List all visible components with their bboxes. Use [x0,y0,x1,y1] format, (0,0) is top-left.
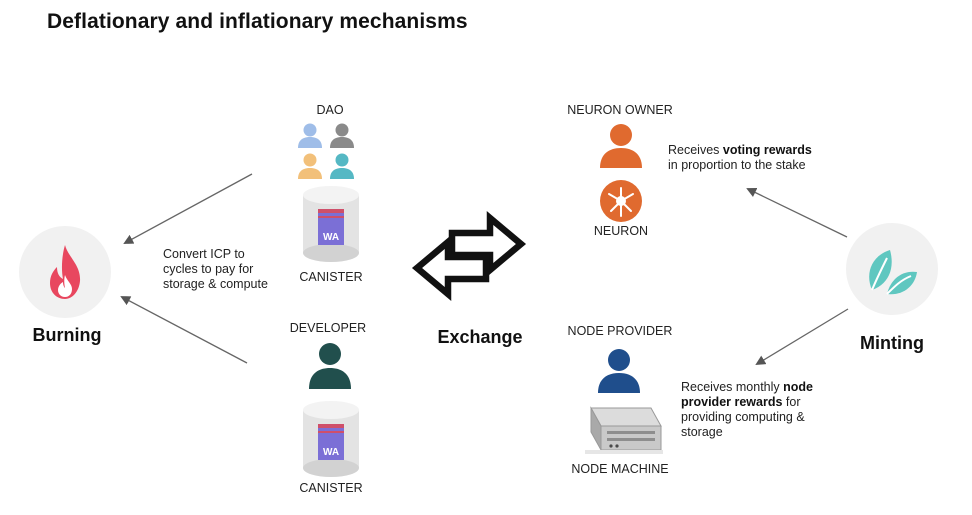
minting-label: Minting [860,333,924,353]
canister-icon: WA [303,186,359,262]
person-icon [598,349,640,393]
server-icon [585,406,663,454]
page-title: Deflationary and inflationary mechanisms [47,10,468,33]
node-provider-label: NODE PROVIDER [567,324,673,338]
flame-icon [19,226,111,318]
person-icon [309,343,351,389]
burning-label: Burning [32,325,102,345]
burning-node [18,225,113,320]
neuron-label: NEURON [593,224,649,238]
developer-canister-label: CANISTER [299,481,363,495]
node-machine-label: NODE MACHINE [571,462,669,476]
canister-badge: WA [323,232,339,243]
canister-badge: WA [323,447,339,458]
burning-description: Convert ICP to cycles to pay for storage… [163,247,268,291]
neuron-owner-description: Receives voting rewards in proportion to… [668,143,812,172]
person-icon [600,124,642,168]
neuron-owner-label: NEURON OWNER [567,103,673,117]
arrow-dao-to-burning [123,173,253,244]
two-way-arrows-icon [411,211,527,301]
exchange-label: Exchange [437,327,523,347]
canister-icon: WA [303,401,359,477]
arrow-minting-to-node [755,308,849,366]
group-of-people-icon [298,123,354,179]
arrow-minting-to-neuron [746,187,848,238]
node-provider-description: Receives monthly node provider rewards f… [681,380,813,439]
dao-label: DAO [316,103,344,117]
leaf-icon [846,223,938,315]
minting-node [845,222,940,317]
developer-label: DEVELOPER [289,321,367,335]
neuron-icon [600,180,642,222]
arrow-developer-to-burning [120,296,248,364]
dao-canister-label: CANISTER [299,270,363,284]
